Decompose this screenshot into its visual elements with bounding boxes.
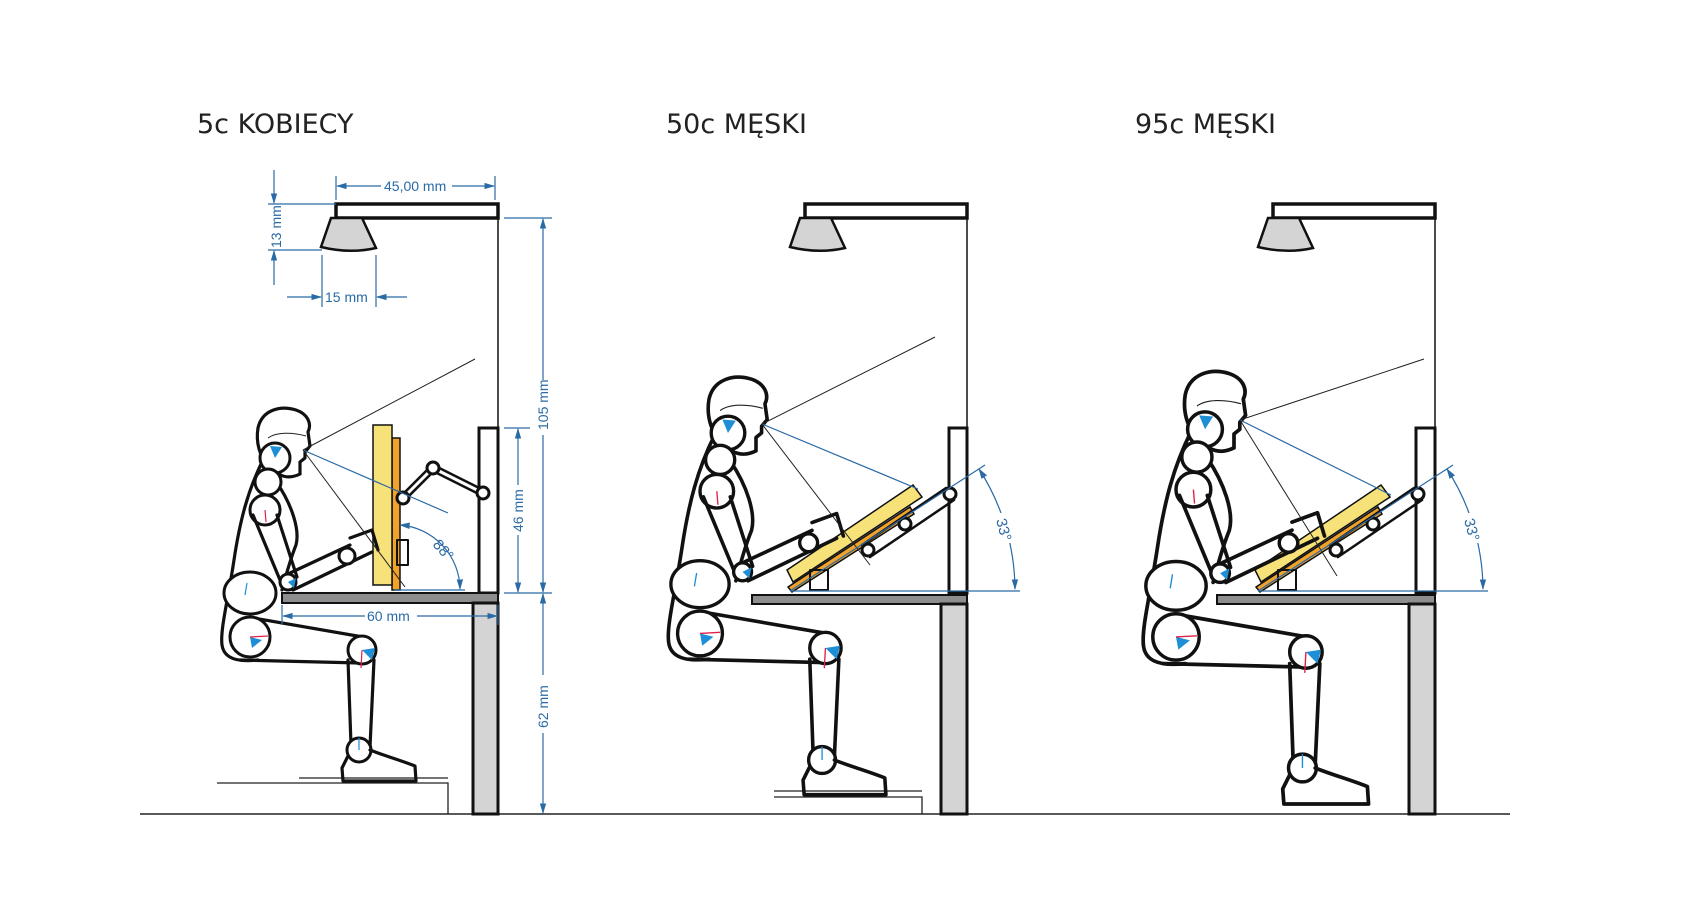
lamp-bar bbox=[1271, 202, 1437, 220]
panel-title: 5c KOBIECY bbox=[197, 109, 354, 140]
svg-text:60 mm: 60 mm bbox=[367, 608, 410, 624]
lamp-shade bbox=[319, 216, 378, 252]
back-panel bbox=[1414, 426, 1437, 595]
sight-line-center bbox=[302, 449, 449, 514]
back-panel bbox=[477, 426, 500, 595]
panel-title: 50c MĘSKI bbox=[666, 109, 807, 140]
angle-label: 33° bbox=[1460, 517, 1482, 543]
panel-50c-male: 50c MĘSKI 33° bbox=[666, 109, 1020, 816]
dimension-panel-height: 46 mm bbox=[504, 427, 530, 594]
footrest bbox=[217, 777, 449, 814]
sight-line-center bbox=[761, 423, 919, 490]
desk-top bbox=[1216, 594, 1436, 605]
vertical-monitor bbox=[372, 424, 491, 591]
lamp-shade bbox=[788, 216, 847, 252]
lamp-bar bbox=[334, 202, 500, 220]
desk-leg bbox=[1407, 602, 1437, 816]
dimension-lamp-to-desk: 105 mm bbox=[504, 217, 552, 594]
desk-leg bbox=[939, 602, 969, 816]
back-panel bbox=[947, 426, 969, 595]
svg-text:62 mm: 62 mm bbox=[535, 685, 551, 728]
angle-label: 33° bbox=[992, 517, 1014, 543]
desk-top bbox=[751, 594, 968, 605]
dimension-lamp-height: 13 mm bbox=[268, 170, 336, 285]
footrest bbox=[774, 790, 923, 814]
dimension-desk-height: 62 mm bbox=[535, 592, 551, 815]
lamp-shade bbox=[1256, 216, 1315, 252]
panel-95c-male: 95c MĘSKI 33° bbox=[1135, 109, 1488, 816]
board-incline-line bbox=[1257, 464, 1454, 592]
panel-title: 95c MĘSKI bbox=[1135, 109, 1276, 140]
board-incline-line bbox=[789, 464, 986, 592]
sight-line-lower bbox=[302, 449, 406, 588]
svg-text:46 mm: 46 mm bbox=[510, 489, 526, 532]
sight-line-center bbox=[1239, 419, 1392, 496]
sight-line-lower bbox=[761, 423, 871, 566]
sight-line-upper bbox=[302, 358, 476, 451]
panel-5c-female: 5c KOBIECY 88° bbox=[197, 109, 552, 816]
sight-line-upper bbox=[761, 336, 936, 425]
svg-text:15 mm: 15 mm bbox=[325, 289, 368, 305]
desk-leg bbox=[471, 601, 500, 816]
sight-line-upper bbox=[1239, 358, 1425, 421]
dimension-desk-depth: 60 mm bbox=[281, 605, 499, 625]
lamp-bar bbox=[803, 202, 969, 220]
mannequin-figure bbox=[666, 375, 888, 797]
svg-text:105 mm: 105 mm bbox=[535, 379, 551, 430]
svg-text:13 mm: 13 mm bbox=[268, 205, 284, 248]
dimension-lamp-width: 45,00 mm bbox=[335, 176, 496, 200]
svg-text:45,00 mm: 45,00 mm bbox=[384, 178, 446, 194]
angle-arc bbox=[398, 522, 464, 591]
label-bg bbox=[1458, 513, 1480, 543]
dimension-lamp-offset: 15 mm bbox=[287, 255, 407, 307]
label-bg bbox=[990, 513, 1012, 543]
desk-top bbox=[281, 592, 499, 604]
